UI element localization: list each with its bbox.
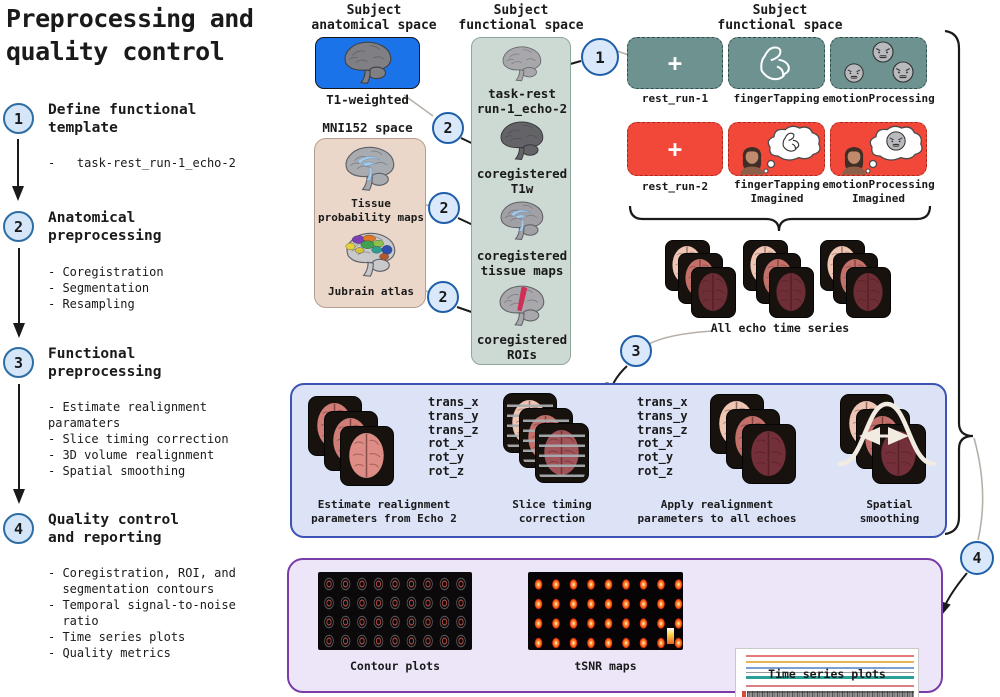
tissue-probability-label: Tissue probability maps <box>318 197 424 224</box>
apply-realignment-label: Apply realignment parameters to all echo… <box>637 498 797 525</box>
anatomical-space-header: Subject anatomical space <box>311 3 437 33</box>
connector-2b-number: 2 <box>439 199 449 217</box>
jubrain-atlas-label: Jubrain atlas <box>327 285 415 298</box>
t1-brain-icon <box>325 40 411 86</box>
finger-tapping-label: fingerTapping <box>733 92 820 105</box>
estimate-realignment-label: Estimate realignment parameters from Ech… <box>311 498 457 525</box>
tissue-probability-brain-icon <box>328 145 412 193</box>
slice-timing-label: Slice timing correction <box>512 498 592 525</box>
mni152-header: MNI152 space <box>322 120 413 135</box>
slice-timing-stack <box>503 393 593 485</box>
coregistered-rois-brain-icon <box>484 284 560 328</box>
step-4-number: 4 <box>13 519 24 538</box>
imagined-hand-icon <box>740 125 821 175</box>
step-3-title: Functional preprocessing <box>48 346 162 380</box>
time-series-plots-label: Time series plots <box>768 667 886 681</box>
task-rest-brain-icon <box>486 45 558 83</box>
step-4-title: Quality control and reporting <box>48 512 179 546</box>
rest-run-1-box: + <box>627 37 723 89</box>
rest-run-1-label: rest_run-1 <box>641 92 709 105</box>
t1-weighted-label: T1-weighted <box>326 92 409 107</box>
right-brace <box>944 29 974 536</box>
functional-preprocessing-box <box>290 383 947 538</box>
coregistered-tissue-label: coregistered tissue maps <box>476 248 568 278</box>
echo-stack-2 <box>743 240 815 318</box>
echo-series-label: All echo time series <box>710 321 850 335</box>
echo-stack-3 <box>820 240 892 318</box>
t1-weighted-box <box>315 37 420 89</box>
connector-2c-circle: 2 <box>427 281 459 313</box>
step-2-details: - Coregistration - Segmentation - Resamp… <box>48 265 164 311</box>
step-1-title: Define functional template <box>48 102 197 136</box>
step-1-circle: 1 <box>3 103 34 134</box>
step-2-circle: 2 <box>3 211 34 242</box>
emotion-processing-label: emotionProcessing <box>822 92 935 105</box>
step-3-number: 3 <box>13 353 24 372</box>
tsnr-maps-label: tSNR maps <box>574 659 637 673</box>
apply-realignment-stack <box>710 394 800 486</box>
tsnr-maps-image <box>528 572 683 650</box>
connector-2a-number: 2 <box>443 119 453 137</box>
step-1-details: - task-rest_run-1_echo-2 <box>48 156 236 170</box>
connector-2c-number: 2 <box>438 288 448 306</box>
mni152-box: Tissue probability maps Jubrain atlas <box>314 138 426 308</box>
finger-tapping-imagined-box <box>728 122 825 176</box>
coregistered-t1w-brain-icon <box>484 120 560 162</box>
task-runs-brace <box>628 205 932 232</box>
fixation-cross-icon: + <box>667 49 683 77</box>
step-3-circle: 3 <box>3 347 34 378</box>
task-functional-space-header: Subject functional space <box>717 3 843 33</box>
spatial-smoothing-label: Spatial smoothing <box>859 498 920 525</box>
estimate-realignment-stack <box>308 396 398 488</box>
connector-4-circle: 4 <box>960 541 994 575</box>
jubrain-atlas-icon <box>335 231 407 279</box>
step-2-title: Anatomical preprocessing <box>48 210 162 244</box>
emotion-faces-icon <box>844 41 914 83</box>
time-series-plot-image <box>735 648 919 697</box>
contour-plots-image <box>318 572 472 650</box>
rest-run-2-box: + <box>627 122 723 176</box>
step-4-details: - Coregistration, ROI, and segmentation … <box>48 566 236 660</box>
finger-tapping-hand-icon <box>754 40 800 86</box>
contour-plots-label: Contour plots <box>349 659 440 673</box>
emotion-processing-box <box>830 37 927 89</box>
coregistered-tissue-brain-icon <box>484 200 560 242</box>
functional-space-header: Subject functional space <box>458 3 584 33</box>
spatial-smoothing-stack <box>840 394 930 486</box>
step-2-number: 2 <box>13 217 24 236</box>
emotion-processing-imagined-label: emotionProcessing Imagined <box>822 178 935 205</box>
connector-3-circle: 3 <box>620 335 652 367</box>
step-4-circle: 4 <box>3 513 34 544</box>
connector-1-circle: 1 <box>581 38 619 76</box>
fixation-cross-icon: + <box>667 135 683 163</box>
connector-2b-circle: 2 <box>428 192 460 224</box>
connector-2a-circle: 2 <box>432 112 464 144</box>
connector-3-number: 3 <box>631 342 641 360</box>
connector-4-number: 4 <box>972 549 982 567</box>
connector-1-number: 1 <box>595 47 605 67</box>
page-title: Preprocessing and quality control <box>6 4 254 66</box>
echo-stack-1 <box>665 240 737 318</box>
finger-tapping-imagined-label: fingerTapping Imagined <box>733 178 821 205</box>
realignment-params-input: trans_x trans_y trans_z rot_x rot_y rot_… <box>637 395 688 478</box>
imagined-face-icon <box>842 125 923 175</box>
step-1-number: 1 <box>13 109 24 128</box>
coregistered-t1w-label: coregistered T1w <box>476 166 568 196</box>
task-rest-label: task-rest run-1_echo-2 <box>476 86 568 116</box>
functional-space-box: task-rest run-1_echo-2 coregistered T1w … <box>471 37 571 365</box>
rest-run-2-label: rest_run-2 <box>641 180 709 193</box>
step-flow-arrows <box>12 139 25 504</box>
realignment-params-output: trans_x trans_y trans_z rot_x rot_y rot_… <box>428 395 479 478</box>
emotion-processing-imagined-box <box>830 122 927 176</box>
finger-tapping-box <box>728 37 825 89</box>
step-3-details: - Estimate realignment paramaters - Slic… <box>48 400 229 478</box>
coregistered-rois-label: coregistered ROIs <box>476 332 568 362</box>
